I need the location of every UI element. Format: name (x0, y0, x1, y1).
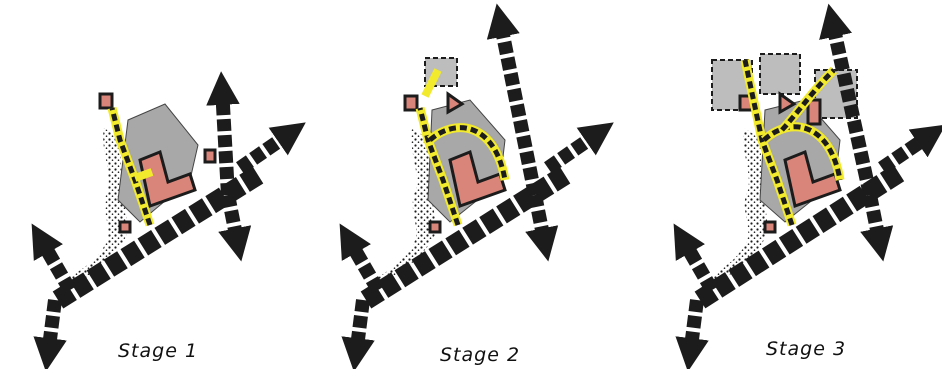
stage-label: Stage 1 (118, 340, 198, 362)
arrow-icon (860, 193, 894, 262)
new-route (109, 107, 153, 226)
building-block (428, 220, 442, 234)
coastline-icon (368, 128, 436, 290)
new-route (742, 59, 795, 226)
building-block (98, 92, 114, 110)
planned-area (424, 57, 458, 87)
planned-area (759, 53, 801, 95)
arrow-icon (675, 299, 709, 369)
building-block (778, 91, 797, 115)
building-block (403, 94, 419, 112)
arrow-icon (486, 3, 542, 197)
stage-label: Stage 2 (440, 344, 520, 366)
building-block (446, 91, 465, 115)
arrow-icon (544, 122, 614, 174)
arrow-icon (236, 122, 306, 174)
arrow-icon (878, 124, 942, 174)
building-block (138, 149, 197, 208)
coastline-icon (700, 128, 768, 290)
arrow-icon (525, 193, 559, 262)
arrow-icon (218, 193, 252, 262)
new-route (133, 168, 154, 182)
stage-2-panel: Stage 2 (339, 3, 614, 369)
stage-1-panel: Stage 1 (31, 71, 306, 369)
new-route (421, 68, 442, 98)
building-block (118, 220, 132, 234)
arrow-icon (341, 299, 375, 369)
new-route (428, 125, 508, 181)
new-route (417, 107, 461, 226)
stage-label: Stage 3 (766, 338, 846, 360)
building-block (763, 220, 777, 234)
stage-3-panel: Stage 3 (673, 3, 942, 369)
arrow-icon (33, 299, 67, 369)
arrow-icon (206, 71, 240, 196)
arrow-icon (673, 223, 719, 294)
arrow-icon (339, 223, 385, 294)
building-block (806, 98, 822, 126)
new-route (780, 68, 836, 132)
new-route (762, 124, 843, 181)
arrow-icon (819, 3, 877, 197)
arrow-icon (31, 223, 77, 294)
building-block (203, 148, 217, 164)
coastline-icon (60, 128, 128, 290)
